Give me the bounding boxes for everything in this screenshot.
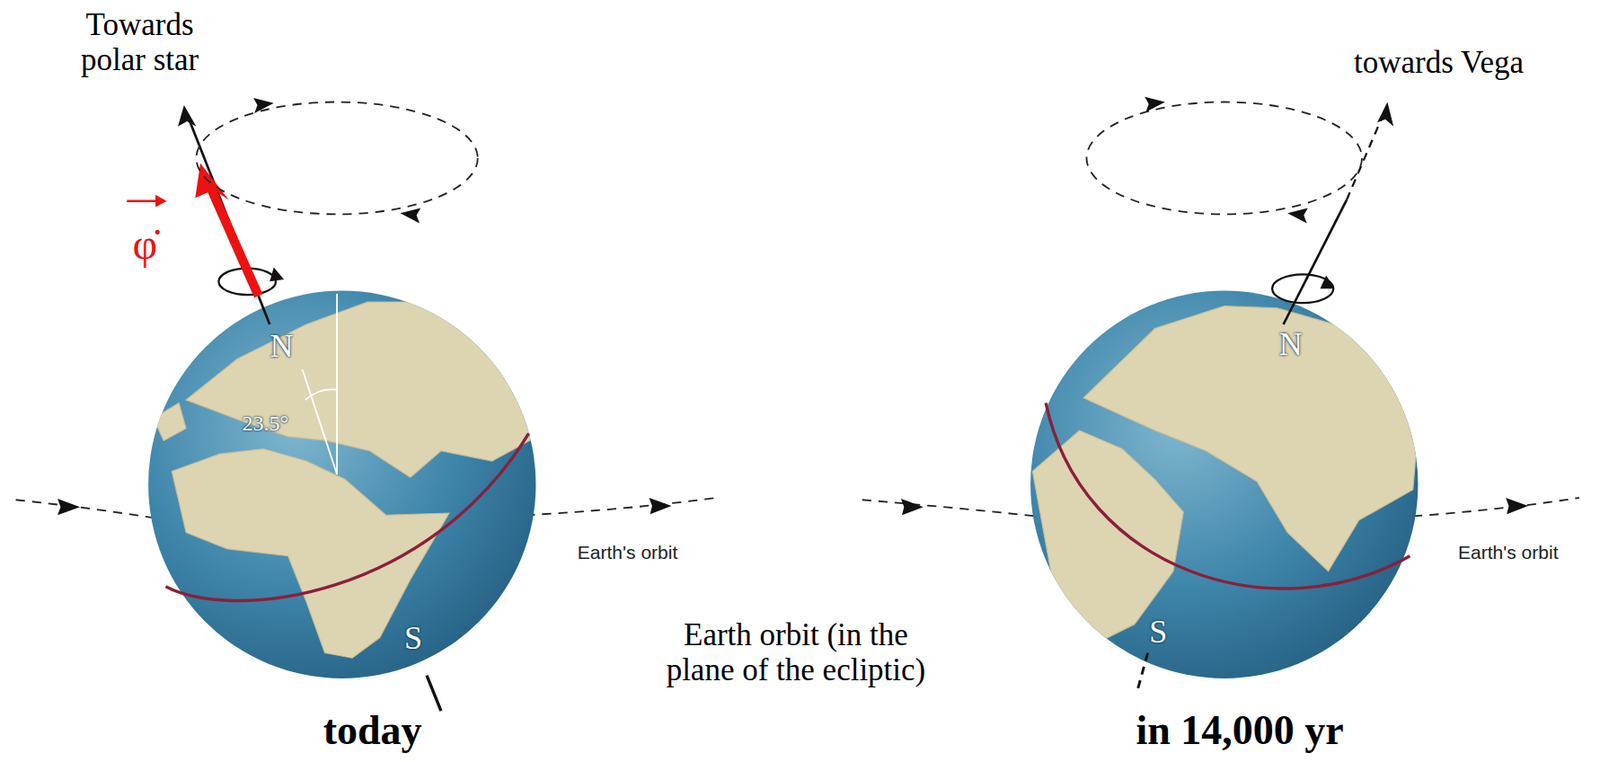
caption-label: today	[323, 707, 423, 754]
orbit-label: Earth's orbit	[577, 541, 678, 563]
pole-label: S	[1149, 614, 1167, 651]
rotation-axis	[186, 114, 442, 711]
angle-marker	[302, 293, 338, 475]
caption-label: in 14,000 yr	[1135, 707, 1344, 754]
orbit-label: Earth's orbit	[1458, 541, 1558, 563]
precession-circle	[1086, 97, 1362, 224]
angular-velocity-vector	[126, 163, 258, 297]
pole-label: N	[1279, 327, 1303, 363]
earth-globe-future	[1030, 291, 1421, 679]
precession-circle	[195, 97, 478, 224]
angle-label: 23.5°	[242, 411, 290, 435]
rotation-arrowhead	[269, 266, 284, 282]
rotation-axis	[1136, 114, 1384, 694]
direction-label: towards Vega	[1353, 45, 1524, 81]
axis-arrowhead	[177, 105, 196, 127]
pole-label: S	[404, 620, 423, 657]
symbol-label: φ̇	[132, 220, 158, 269]
pole-label: N	[269, 328, 293, 365]
axis-arrowhead	[1377, 102, 1394, 127]
direction-label: Towards polar star	[50, 8, 230, 78]
note-label: Earth orbit (in the plane of the eclipti…	[665, 618, 927, 688]
rotation-arrowhead	[1319, 275, 1335, 290]
earth-globe-today	[148, 291, 538, 679]
